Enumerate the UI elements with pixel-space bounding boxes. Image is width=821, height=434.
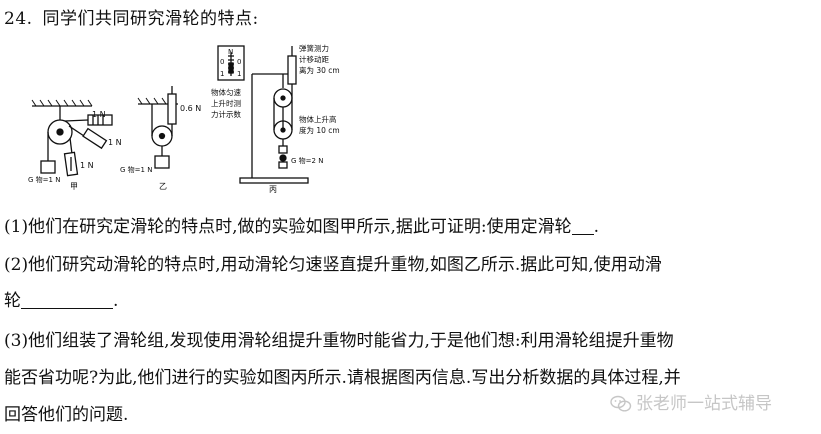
- p2-end: .: [113, 291, 119, 311]
- note-meter-1: 物体匀速: [211, 87, 241, 97]
- note-object-2: 度为 10 cm: [299, 125, 340, 135]
- figure-yi: [137, 86, 178, 169]
- note-spring-2: 计移动距: [299, 54, 329, 64]
- jia-force-low: 1 N: [80, 161, 94, 170]
- paragraph-2-line-1: (2)他们研究动滑轮的特点时,用动滑轮匀速竖直提升重物,如图乙所示.据此可知,使…: [4, 255, 662, 275]
- jia-force-mid: 1 N: [108, 138, 122, 147]
- bing-caption: 丙: [269, 185, 277, 194]
- spring-scale-yi: [167, 93, 177, 125]
- dial-one-right: 1: [237, 70, 241, 78]
- answer-blank-2[interactable]: [21, 290, 113, 309]
- question-title: 24. 同学们共同研究滑轮的特点:: [4, 4, 259, 29]
- figure-bing: [217, 45, 309, 184]
- dial-one-left: 1: [220, 70, 224, 78]
- question-text: 同学们共同研究滑轮的特点:: [42, 9, 259, 29]
- note-spring-3: 离为 30 cm: [299, 65, 340, 75]
- paragraph-1: (1)他们在研究定滑轮的特点时,做的实验如图甲所示,据此可证明:使用定滑轮.: [4, 213, 816, 241]
- dial-zero-right: 0: [237, 58, 241, 66]
- p1-text: (1)他们在研究定滑轮的特点时,做的实验如图甲所示,据此可证明:使用定滑轮: [4, 217, 572, 237]
- yi-force: 0.6 N: [180, 104, 201, 113]
- weight-block-yi: [154, 155, 170, 169]
- yi-weight-label: G 物=1 N: [120, 165, 152, 174]
- spring-scale-bing: [287, 55, 297, 85]
- note-spring-1: 弹簧测力: [299, 43, 329, 53]
- spring-scale-top: [87, 114, 113, 126]
- note-meter-2: 上升时测: [211, 98, 241, 108]
- figure-jia: [31, 99, 113, 177]
- paragraph-3-line-3: 回答他们的问题.: [4, 405, 129, 425]
- question-number: 24.: [4, 9, 33, 29]
- weight-block-bing: [278, 145, 288, 154]
- watermark-text: 张老师一站式辅导: [636, 394, 772, 414]
- jia-force-top: 1 N: [92, 110, 106, 119]
- note-object-1: 物体上升高: [299, 114, 337, 124]
- jia-weight-label: G 物=1 N: [28, 175, 60, 184]
- pulley-figure: 1 N 1 N 1 N G 物=1 N 甲 0.6 N G 物=1 N 乙: [28, 43, 340, 194]
- dial-unit: N: [228, 48, 233, 56]
- answer-blank-1[interactable]: [571, 216, 594, 235]
- paragraph-3-line-1: (3)他们组装了滑轮组,发现使用滑轮组提升重物时能省力,于是他们想:利用滑轮组提…: [4, 331, 674, 351]
- spring-scale-mid: [82, 127, 108, 150]
- jia-caption: 甲: [70, 182, 78, 191]
- yi-caption: 乙: [159, 182, 167, 191]
- wechat-icon: [610, 395, 632, 412]
- bing-weight-label: G 物=2 N: [291, 156, 323, 165]
- p2-text: 轮: [4, 291, 21, 311]
- dial-zero-left: 0: [220, 58, 224, 66]
- paragraph-2-line-2: 轮.: [4, 287, 816, 315]
- paragraph-3-line-2: 能否省功呢?为此,他们进行的实验如图丙所示.请根据图丙信息.写出分析数据的具体过…: [4, 368, 681, 388]
- note-meter-3: 力计示数: [211, 109, 241, 119]
- watermark: 张老师一站式辅导: [610, 389, 772, 414]
- weight-block: [40, 160, 56, 174]
- p1-end: .: [593, 217, 600, 237]
